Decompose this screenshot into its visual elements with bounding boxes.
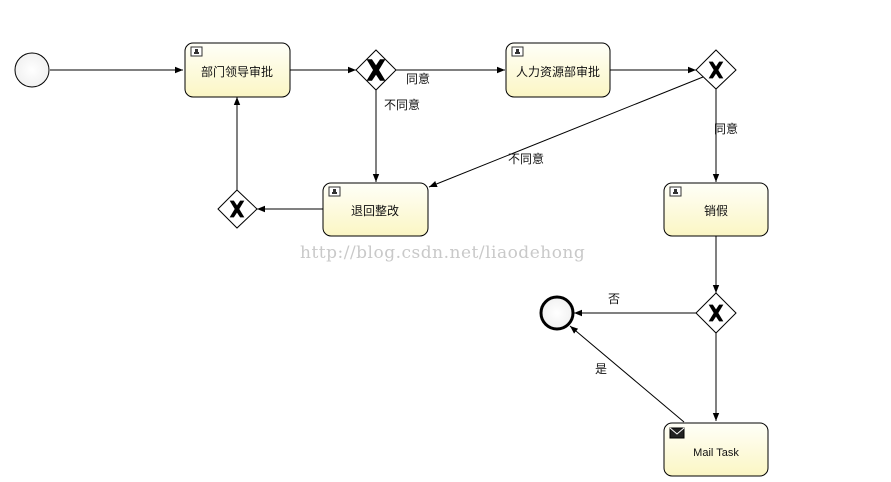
flow-mail-to-end xyxy=(569,325,685,423)
end-event[interactable] xyxy=(539,295,575,331)
user-task-icon xyxy=(328,186,341,197)
gateway-after-hr-approval[interactable] xyxy=(695,49,737,90)
flow-label-agree-1: 同意 xyxy=(406,71,430,86)
task-label: 销假 xyxy=(704,204,728,218)
watermark-text: http://blog.csdn.net/liaodehong xyxy=(300,243,585,263)
flow-label-disagree-2: 不同意 xyxy=(508,151,544,166)
user-task-icon xyxy=(669,186,682,197)
task-cancel-leave[interactable]: 销假 xyxy=(663,182,769,237)
flow-label-disagree-1: 不同意 xyxy=(384,97,420,112)
user-task-icon xyxy=(511,46,524,57)
flow-gw2-to-return xyxy=(428,76,704,188)
task-dept-approval[interactable]: 部门领导审批 xyxy=(184,42,291,98)
start-event[interactable] xyxy=(14,52,50,88)
flow-label-agree-2: 同意 xyxy=(714,121,738,136)
task-hr-approval[interactable]: 人力资源部审批 xyxy=(505,42,611,98)
task-return-modify[interactable]: 退回整改 xyxy=(322,182,429,237)
gateway-after-dept-approval[interactable] xyxy=(355,49,397,91)
sequence-flows xyxy=(50,66,720,423)
user-task-icon xyxy=(190,46,203,57)
mail-envelope-icon xyxy=(669,427,685,439)
flow-label-yes: 是 xyxy=(595,362,607,376)
flow-label-no: 否 xyxy=(608,292,620,306)
gateway-after-cancel-leave[interactable] xyxy=(695,292,737,334)
task-label: Mail Task xyxy=(693,447,739,459)
task-label: 部门领导审批 xyxy=(201,64,273,79)
gateway-after-return-modify[interactable] xyxy=(217,189,258,229)
task-label: 人力资源部审批 xyxy=(516,64,600,79)
task-label: 退回整改 xyxy=(351,203,399,218)
task-mail[interactable]: Mail Task xyxy=(663,422,769,477)
